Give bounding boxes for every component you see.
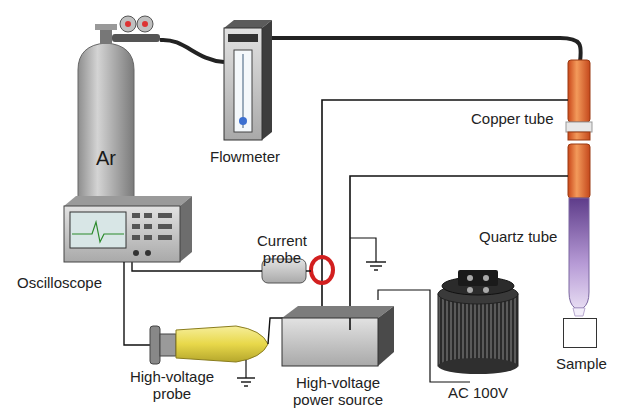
gas-cylinder: Ar [80,140,132,176]
sample-box: Sample [563,318,597,348]
device-label: AC 100V [448,384,508,401]
part-label: Quartz tube [479,228,557,245]
device-label: High-voltage probe [122,368,222,402]
part-label: Copper tube [471,110,554,127]
node-label: Ar [96,147,116,170]
device-label: High-voltage power source [278,374,398,408]
device-label: Flowmeter [210,148,280,165]
node-label: Sample [556,355,607,372]
device-label: Current probe [252,232,312,266]
device-label: Oscilloscope [17,274,102,291]
